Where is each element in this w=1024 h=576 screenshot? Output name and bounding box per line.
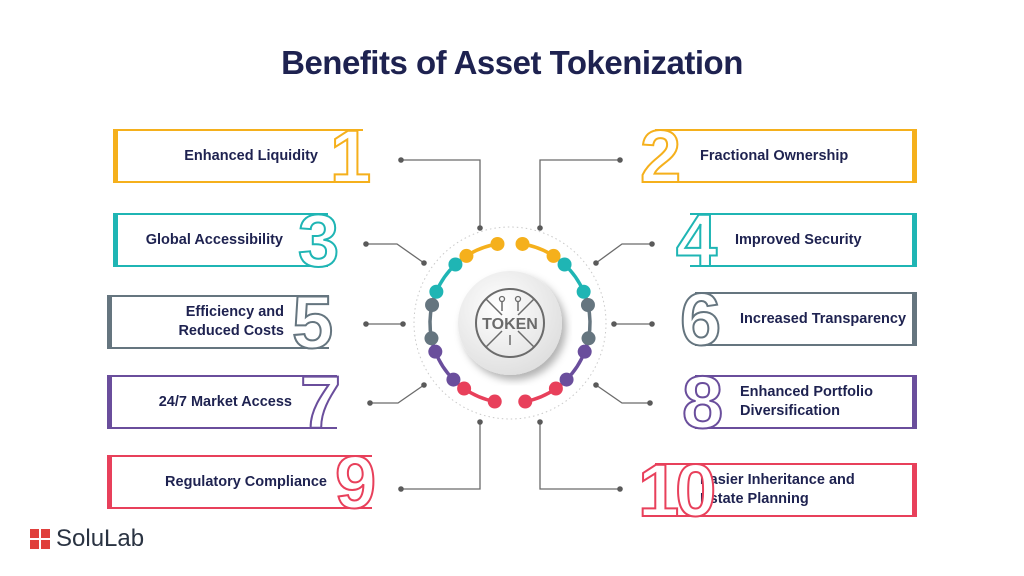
connector-dot [649,241,655,247]
benefit-box-2: Fractional Ownership [655,129,917,183]
connector-dot [363,321,369,327]
bead [425,298,440,313]
bead [428,344,443,359]
benefit-number: 7 [299,361,342,444]
benefit-label: Enhanced Portfolio Diversification [740,384,873,419]
bead [557,257,572,272]
benefit-box-8: Enhanced Portfolio Diversification [695,375,917,429]
token-icon-ring [475,288,545,358]
benefit-label: Global Accessibility [145,231,283,248]
benefit-box-9: Regulatory Compliance [107,455,372,509]
connector-dot [593,382,599,388]
brand-logo: SoluLab [30,525,144,553]
connector-dot [617,486,623,492]
token-disc [458,271,562,375]
bead [515,236,530,251]
dotted-ring [413,226,607,420]
bead [429,284,444,299]
bead [581,331,596,346]
bead [490,236,505,251]
connector-dot [398,486,404,492]
benefit-box-6: Increased Transparency [695,292,917,346]
benefit-box-5: Efficiency and Reduced Costs [107,295,329,349]
connector-dot [537,419,543,425]
benefit-number: 2 [639,115,682,198]
benefit-number: 5 [291,281,334,364]
benefit-box-7: 24/7 Market Access [107,375,337,429]
benefit-box-1: Enhanced Liquidity [113,129,363,183]
page-title: Benefits of Asset Tokenization [281,44,743,81]
circuit-node [514,295,522,303]
bead [546,248,561,263]
bead [577,344,592,359]
connector-dot [477,225,483,231]
connector-dot [421,260,427,266]
benefit-number: 4 [675,199,718,282]
connector-dot [367,400,373,406]
connector-line [366,243,425,264]
benefit-number: 8 [681,361,724,444]
connector-line [595,243,652,264]
benefit-number: 6 [679,278,722,361]
bead [487,394,502,409]
connector-line [401,422,481,490]
connector-dot [363,241,369,247]
bead [559,372,574,387]
benefit-box-10: Easier Inheritance and Estate Planning [655,463,917,517]
benefit-label: Improved Security [735,231,862,248]
benefit-label: Regulatory Compliance [165,473,327,490]
connector-dot [617,157,623,163]
bead [518,394,533,409]
connector-dot [398,157,404,163]
bead [548,381,563,396]
connector-line [539,159,620,228]
bead [448,257,463,272]
token-label: TOKEN [482,316,538,333]
benefit-label: 24/7 Market Access [158,393,292,410]
connector-dot [537,225,543,231]
benefit-label: Enhanced Liquidity [184,147,318,164]
connector-dot [421,382,427,388]
connector-line [595,384,650,404]
benefit-label: Increased Transparency [740,310,907,327]
bead [457,381,472,396]
connector-dot [593,260,599,266]
benefit-box-3: Global Accessibility [113,213,328,267]
benefit-label: Fractional Ownership [700,147,849,164]
brand-name: SoluLab [56,525,145,552]
connector-line [401,159,481,228]
bead [580,298,595,313]
bead [424,331,439,346]
circuit-node [498,295,506,303]
circuit-icon [485,298,535,348]
bead [576,284,591,299]
solulab-logo-icon [30,529,50,549]
benefit-number: 3 [297,199,340,282]
connector-line [539,422,620,490]
benefit-number: 1 [329,115,372,198]
connector-dot [477,419,483,425]
benefit-number: 9 [334,441,377,524]
connector-dot [649,321,655,327]
benefit-label: Efficiency and Reduced Costs [178,304,284,339]
benefit-label: Easier Inheritance and Estate Planning [700,472,855,507]
connector-dot [400,321,406,327]
connector-dot [611,321,617,327]
bead [459,248,474,263]
bead [446,372,461,387]
benefit-number: 10 [637,449,717,532]
connector-dot [647,400,653,406]
connector-line [370,384,425,404]
benefit-box-4: Improved Security [690,213,917,267]
